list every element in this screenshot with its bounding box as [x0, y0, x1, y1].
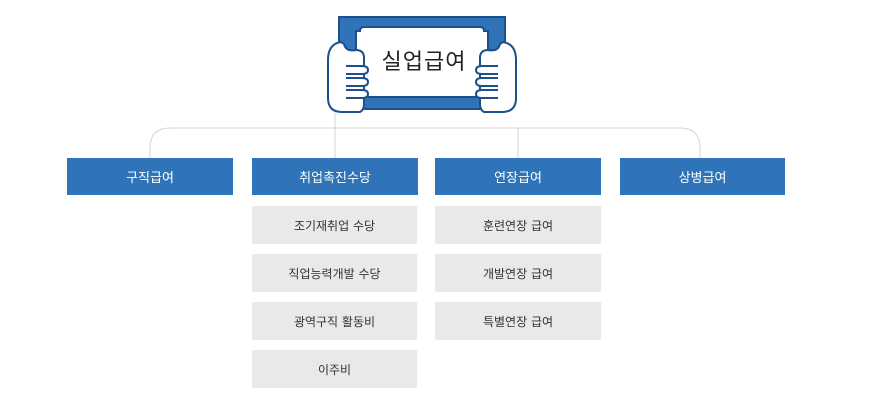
diagram-title: 실업급여 [381, 50, 467, 75]
connector-horizontal [149, 127, 701, 158]
category-extended-benefit: 연장급여 [435, 158, 601, 195]
category-sickness-benefit: 상병급여 [620, 158, 785, 195]
sub-item-individual-extension: 개발연장 급여 [435, 254, 601, 292]
sub-item-relocation-expenses: 이주비 [252, 350, 417, 388]
left-hand-finger-3 [346, 89, 370, 99]
right-hand-finger-3 [474, 89, 498, 99]
sub-item-early-reemployment: 조기재취업 수당 [252, 206, 417, 244]
left-hand-finger-2 [346, 77, 370, 87]
sub-item-skill-development: 직업능력개발 수당 [252, 254, 417, 292]
category-job-seeking-allowance: 구직급여 [67, 158, 233, 195]
sub-item-special-extension: 특별연장 급여 [435, 302, 601, 340]
sub-item-wide-area-job-search: 광역구직 활동비 [252, 302, 417, 340]
right-hand-finger-1 [474, 65, 498, 75]
sub-item-training-extension: 훈련연장 급여 [435, 206, 601, 244]
category-employment-promotion-allowance: 취업촉진수당 [252, 158, 418, 195]
right-hand-finger-2 [474, 77, 498, 87]
left-hand-finger-1 [346, 65, 370, 75]
